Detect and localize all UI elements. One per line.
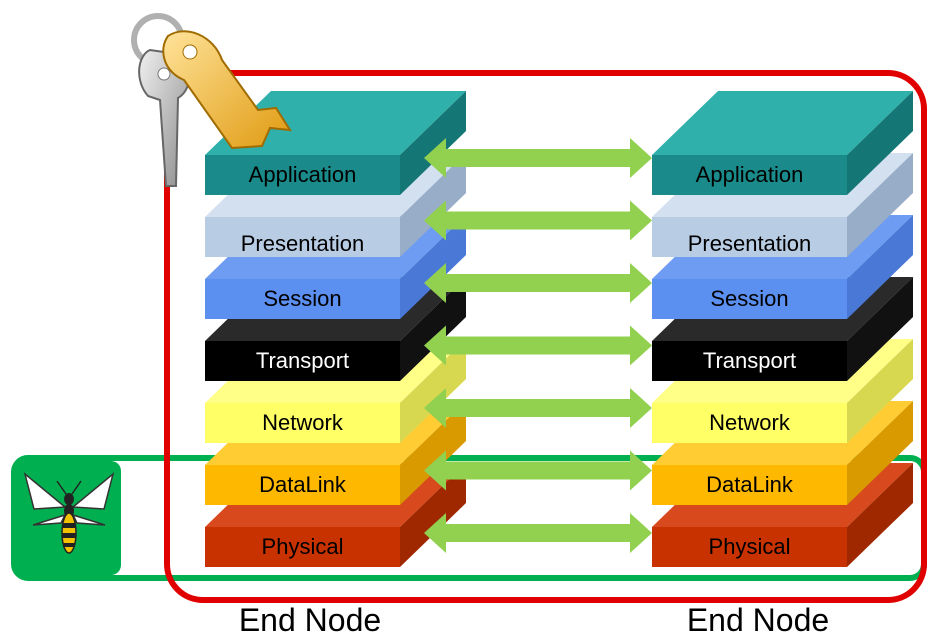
application-right-label: Application — [695, 162, 804, 187]
network-peer-arrow — [424, 388, 652, 428]
datalink-left-label: DataLink — [259, 472, 346, 497]
physical-right-side-face — [847, 463, 913, 567]
presentation-right-front-face — [652, 217, 847, 257]
application-right-top-face — [652, 91, 913, 155]
physical-left-front-face — [205, 527, 400, 567]
application-left-front-face — [205, 155, 400, 195]
session-right-side-face — [847, 215, 913, 319]
transport-left-side-face — [400, 277, 466, 381]
network-left-side-face — [400, 339, 466, 443]
wasp-icon — [23, 471, 115, 554]
application-peer-arrow — [424, 138, 652, 178]
keys-icon — [131, 13, 292, 187]
physical-right-front-face — [652, 527, 847, 567]
session-left-label: Session — [263, 286, 342, 311]
application-left-label: Application — [248, 162, 357, 187]
datalink-peer-arrow — [424, 450, 652, 491]
physical-left-side-face — [400, 463, 466, 567]
presentation-right-side-face — [847, 153, 913, 257]
arrows-group — [424, 138, 652, 553]
session-right-label: Session — [710, 286, 789, 311]
application-right-side-face — [847, 91, 913, 195]
transport-right-side-face — [847, 277, 913, 381]
transport-peer-arrow — [424, 325, 652, 366]
transport-left-front-face — [205, 341, 400, 381]
network-right-side-face — [847, 339, 913, 443]
physical-peer-arrow — [424, 513, 652, 553]
application-left-top-face — [205, 91, 466, 155]
presentation-left-label: Presentation — [240, 231, 365, 256]
layers-group — [205, 91, 913, 567]
datalink-right-front-face — [652, 465, 847, 505]
application-left-side-face — [400, 91, 466, 195]
network-right-label: Network — [709, 410, 790, 435]
session-peer-arrow — [424, 263, 652, 303]
session-right-front-face — [652, 279, 847, 319]
presentation-peer-arrow — [424, 200, 652, 241]
application-right-front-face — [652, 155, 847, 195]
physical-right-label: Physical — [708, 534, 791, 559]
presentation-left-side-face — [400, 153, 466, 257]
presentation-right-label: Presentation — [687, 231, 812, 256]
session-left-front-face — [205, 279, 400, 319]
datalink-left-front-face — [205, 465, 400, 505]
network-right-front-face — [652, 403, 847, 443]
datalink-left-side-face — [400, 401, 466, 505]
transport-right-front-face — [652, 341, 847, 381]
presentation-left-front-face — [205, 217, 400, 257]
transport-right-label: Transport — [702, 348, 797, 373]
datalink-right-label: DataLink — [706, 472, 793, 497]
network-left-front-face — [205, 403, 400, 443]
application-left-block — [205, 91, 466, 195]
session-left-side-face — [400, 215, 466, 319]
physical-left-label: Physical — [261, 534, 344, 559]
datalink-right-side-face — [847, 401, 913, 505]
left-node-caption: End Node — [238, 602, 382, 638]
transport-left-label: Transport — [255, 348, 350, 373]
security-boundary — [164, 70, 927, 603]
application-right-block — [652, 91, 913, 195]
network-left-label: Network — [262, 410, 343, 435]
right-node-caption: End Node — [686, 602, 830, 638]
